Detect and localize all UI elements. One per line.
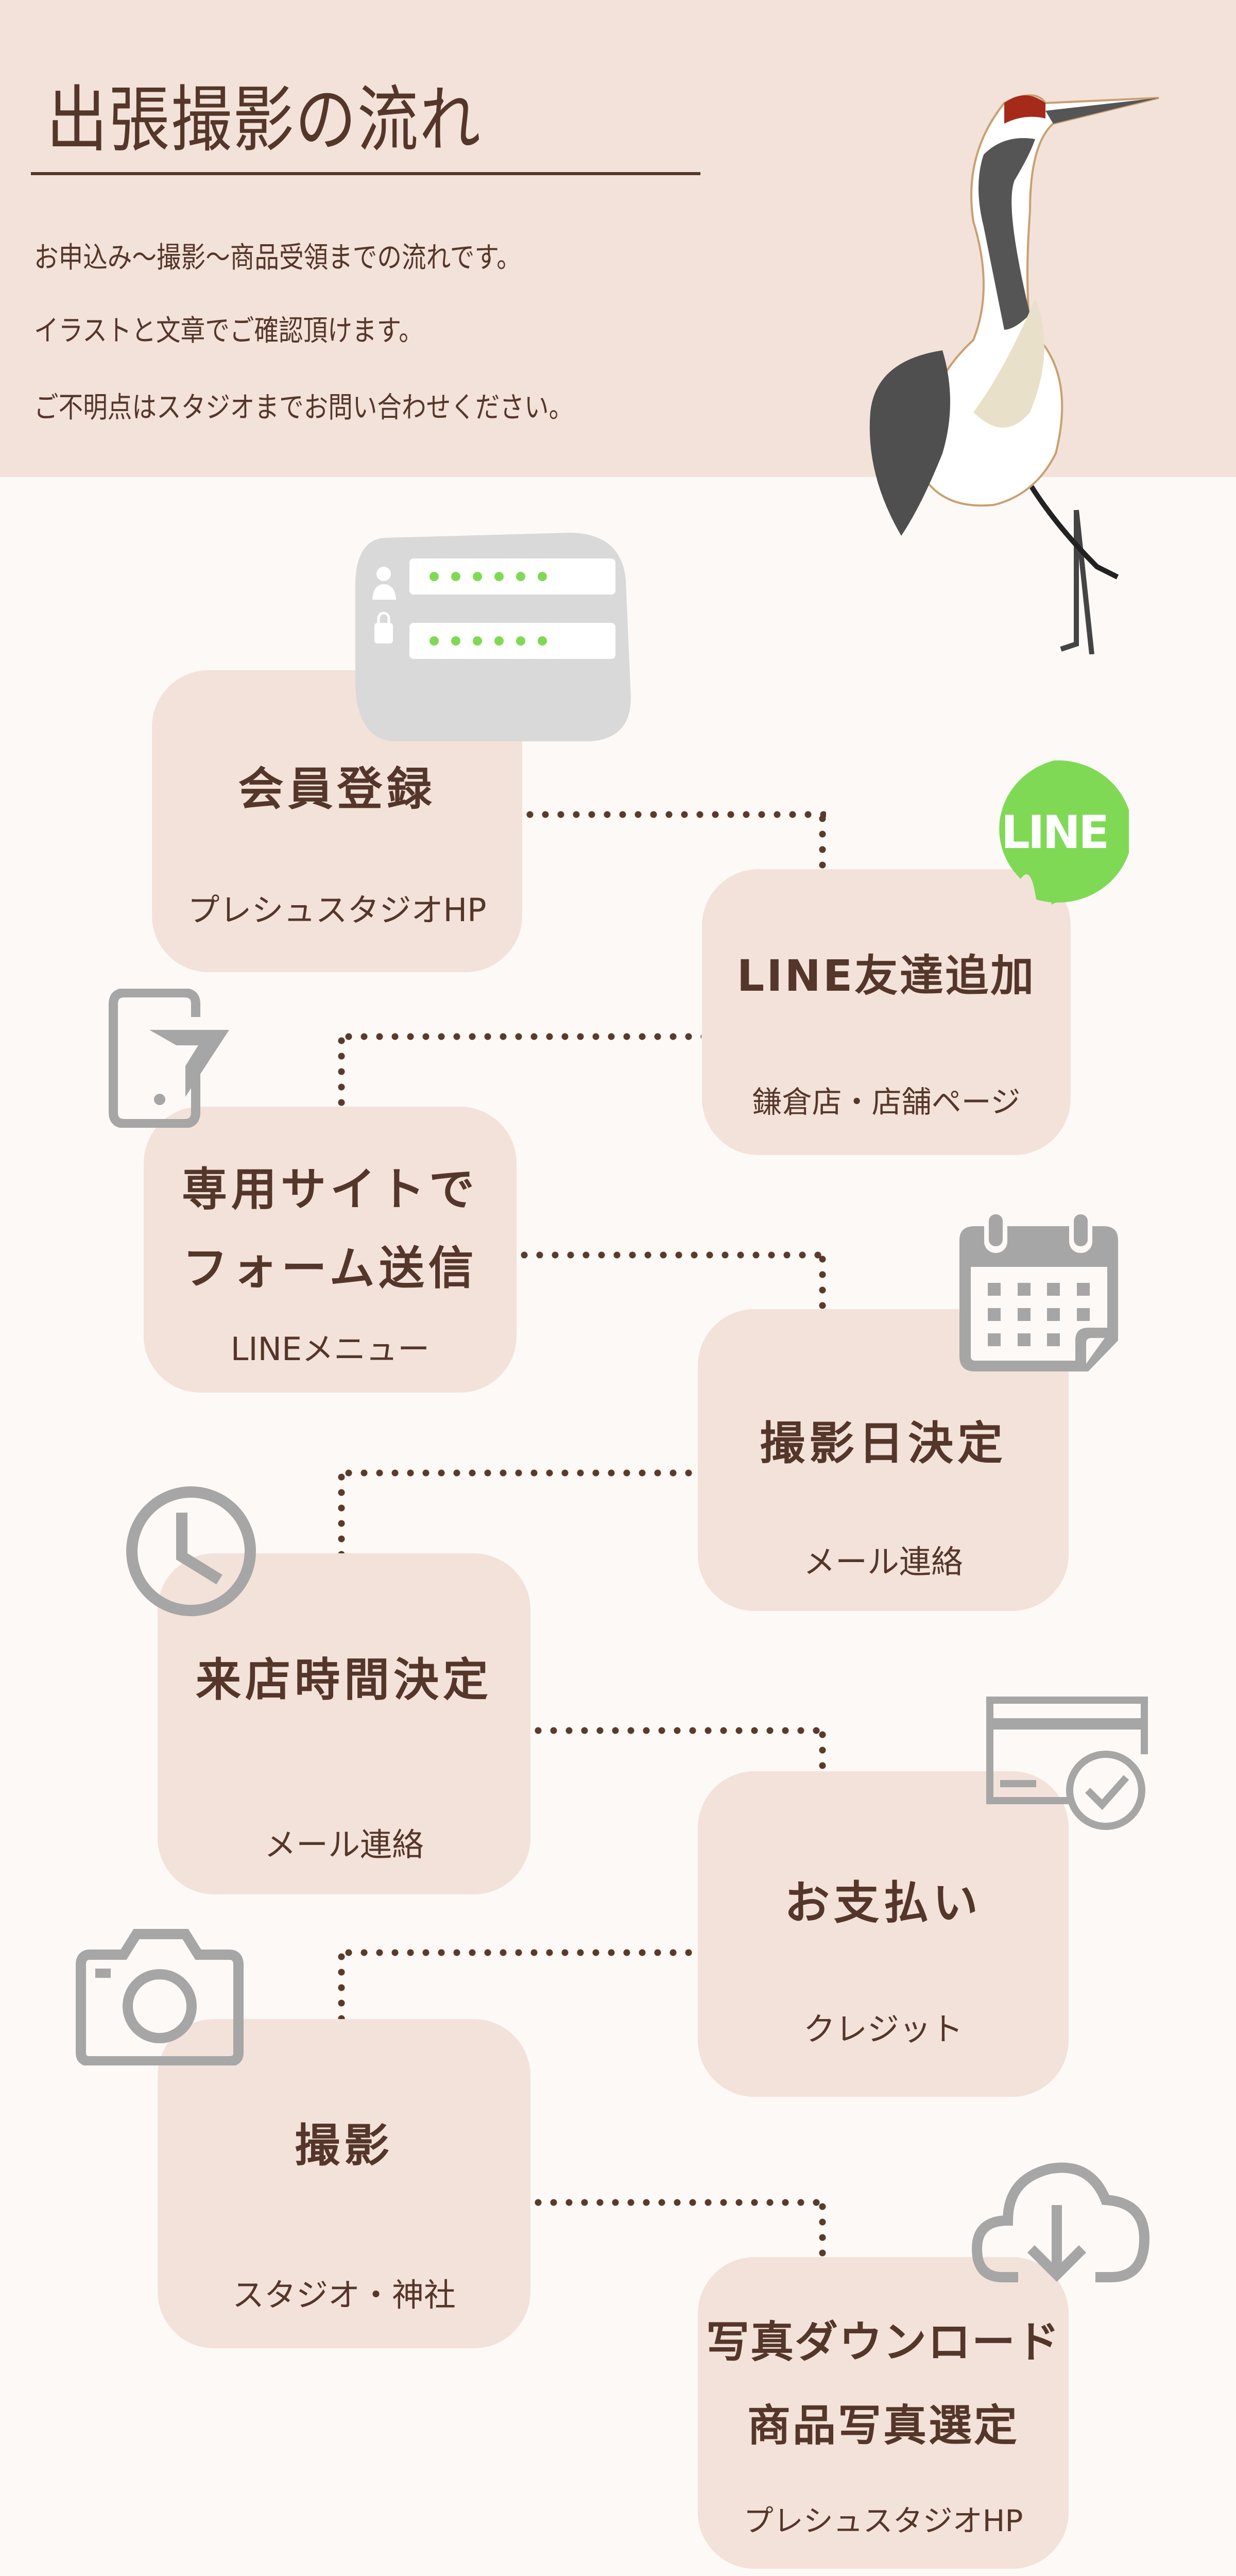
step-subtitle: プレシュスタジオHP: [743, 2503, 1023, 2538]
connector: [819, 811, 826, 869]
credit-card-check-icon: [986, 1697, 1148, 1830]
step-title: 商品写真選定: [747, 2400, 1019, 2451]
connector: [819, 2199, 826, 2257]
title-divider: [31, 172, 700, 175]
connector: [341, 1949, 698, 1956]
step-title: LINE友達追加: [736, 951, 1036, 1001]
step-subtitle: クレジット: [803, 2010, 963, 2048]
intro-line-1: お申込み〜撮影〜商品受領までの流れです。: [34, 241, 521, 275]
connector: [530, 1727, 826, 1734]
step-card-line-friend: LINE友達追加 鎌倉店・店舗ページ: [702, 869, 1071, 1155]
step-subtitle: スタジオ・神社: [232, 2276, 456, 2314]
connector: [338, 1033, 345, 1107]
step-title: お支払い: [784, 1876, 982, 1929]
step-subtitle: プレシュスタジオHP: [187, 891, 487, 929]
smartphone-icon: [109, 989, 229, 1128]
step-card-shoot-date: 撮影日決定 メール連絡: [698, 1309, 1069, 1611]
login-form-icon: [355, 533, 631, 741]
connector: [338, 1949, 345, 2019]
line-logo-icon: LINE: [980, 760, 1129, 905]
step-card-photo-download: 写真ダウンロード 商品写真選定 プレシュスタジオHP: [698, 2257, 1069, 2569]
step-title: 会員登録: [238, 762, 436, 816]
connector: [338, 1469, 345, 1553]
crane-illustration: [869, 94, 1159, 654]
line-logo-text: LINE: [1001, 806, 1110, 859]
connector: [522, 811, 826, 818]
step-title: 撮影: [294, 2119, 393, 2172]
connector: [819, 1727, 826, 1771]
step-title: 撮影日決定: [759, 1417, 1007, 1470]
intro-line-3: ご不明点はスタジオまでお問い合わせください。: [34, 391, 574, 425]
step-title: 専用サイトで: [181, 1163, 478, 1216]
step-title: フォーム送信: [182, 1242, 478, 1295]
connector: [341, 1469, 698, 1477]
clock-icon: [126, 1486, 256, 1616]
connector: [341, 1033, 701, 1040]
step-subtitle: メール連絡: [803, 1543, 963, 1581]
step-title: 写真ダウンロード: [706, 2317, 1060, 2367]
connector: [530, 2199, 826, 2206]
cloud-download-icon: [972, 2162, 1149, 2282]
step-card-visit-time: 来店時間決定 メール連絡: [158, 1553, 530, 1894]
connector: [517, 1251, 826, 1259]
connector: [819, 1251, 826, 1309]
step-card-form-submit: 専用サイトで フォーム送信 LINEメニュー: [144, 1107, 517, 1393]
intro-line-2: イラストと文章でご確認頂けます。: [34, 314, 423, 348]
calendar-icon: [959, 1214, 1118, 1371]
step-subtitle: LINEメニュー: [230, 1330, 430, 1368]
step-subtitle: 鎌倉店・店舗ページ: [752, 1084, 1021, 1120]
step-title: 来店時間決定: [195, 1653, 492, 1706]
step-subtitle: メール連絡: [264, 1826, 424, 1863]
step-card-shooting: 撮影 スタジオ・神社: [158, 2019, 530, 2348]
page-title: 出張撮影の流れ: [46, 78, 482, 162]
camera-icon: [76, 1929, 244, 2065]
step-card-payment: お支払い クレジット: [698, 1771, 1069, 2097]
